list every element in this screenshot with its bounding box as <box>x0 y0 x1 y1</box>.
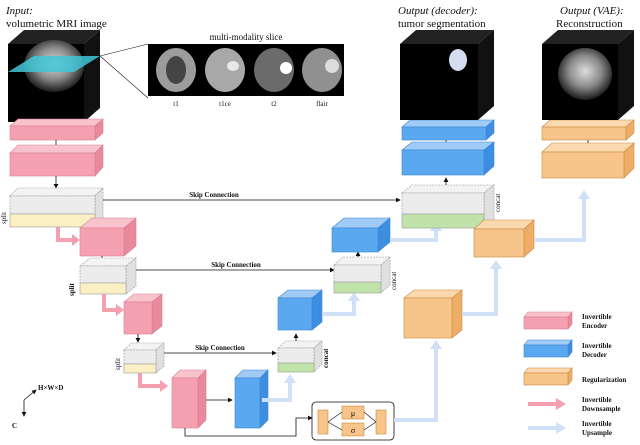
modality-label-t1: t1 <box>173 100 179 108</box>
legend-label: Downsample <box>582 405 621 413</box>
legend-label: Decoder <box>582 351 607 359</box>
legend-swatch <box>523 344 569 358</box>
modality-label-flair: flair <box>316 100 328 108</box>
regularization-block-2 <box>473 219 535 258</box>
legend-label: Regularization <box>582 376 626 384</box>
output-vae-label-italic: Output (VAE): <box>560 5 624 17</box>
skip-connection-label-1: Skip Connection <box>189 191 239 199</box>
split-label-2: split <box>68 282 76 296</box>
slice-connector-line <box>99 43 149 57</box>
concat-label-1: concat <box>494 194 502 212</box>
invertible-upsample-arrow-vae-1 <box>394 348 438 422</box>
input-mri-cube <box>8 30 100 122</box>
split-block-1 <box>9 187 104 228</box>
output-decoder-label-italic: Output (decoder): <box>398 5 478 17</box>
tumor-mask <box>449 49 467 71</box>
decoder-block-3 <box>277 289 323 331</box>
reconstructed-brain <box>558 48 612 100</box>
legend-item-upsample: Invertible Upsample <box>528 420 612 437</box>
arrow <box>348 292 360 301</box>
arrow <box>430 340 442 349</box>
invertible-upsample-arrow-2 <box>322 300 356 316</box>
arrow <box>72 234 80 246</box>
slice-connector-line <box>99 55 149 99</box>
concat-label-3: concat <box>322 348 330 368</box>
decoder-output-block <box>401 119 495 141</box>
input-label: volumetric MRI image <box>6 18 107 30</box>
sigma-box <box>341 422 365 437</box>
legend-item-regularization: Regularization <box>523 367 626 386</box>
legend-label: Invertible <box>582 396 612 404</box>
legend-swatch <box>523 316 569 330</box>
split-label-1: split <box>0 212 8 224</box>
modality-label-t2: t2 <box>271 100 277 108</box>
arrow <box>116 304 124 316</box>
legend-label: Invertible <box>582 313 612 321</box>
invertible-upsample-arrow-vae-2 <box>462 268 498 316</box>
concat-block-1 <box>401 184 495 229</box>
concat-block-2 <box>333 256 391 294</box>
arrow <box>160 380 168 392</box>
bottleneck-to-vae-line <box>184 415 313 437</box>
regularization-block-3 <box>541 142 635 179</box>
mu-label: μ <box>351 409 355 418</box>
legend-item-encoder: Invertible Encoder <box>523 311 612 330</box>
modality-label-t1ce: t1ce <box>219 100 231 108</box>
legend-swatch <box>523 372 569 386</box>
slice-title: multi-modality slice <box>210 32 283 42</box>
decoder-bottleneck-block <box>234 369 269 429</box>
slice-t2 <box>254 48 294 92</box>
invertible-upsample-arrow-3 <box>390 230 438 242</box>
encoder-input-block <box>9 118 104 141</box>
legend: Invertible Encoder Invertible Decoder Re… <box>523 311 626 437</box>
invertible-upsample-arrow-vae-3 <box>534 198 586 242</box>
invertible-downsample-arrow-1 <box>56 227 72 242</box>
input-label-italic: Input: <box>5 5 33 17</box>
encoder-block-1 <box>9 144 104 177</box>
output-vae-label: Reconstruction <box>556 18 623 30</box>
decoder-block-1 <box>401 141 495 176</box>
concat-block-3 <box>277 340 323 373</box>
mu-box <box>341 405 365 420</box>
sigma-label: σ <box>351 426 356 435</box>
reconstruction-output <box>542 30 634 120</box>
encoder-bottleneck-block <box>171 369 207 429</box>
vae-latent-box <box>311 401 395 441</box>
invertible-upsample-arrow-1 <box>262 382 292 402</box>
regularization-output-block <box>541 119 635 141</box>
legend-item-downsample: Invertible Downsample <box>528 396 621 413</box>
legend-label: Invertible <box>582 342 612 350</box>
encoder-block-2 <box>79 217 137 257</box>
skip-connection-label-3: Skip Connection <box>195 344 245 352</box>
concat-label-2: concat <box>390 272 398 290</box>
regularization-block-1 <box>403 289 463 339</box>
axes-indicator <box>21 389 37 417</box>
axis-label-c: C <box>12 422 17 430</box>
arrow <box>490 260 502 269</box>
split-label-3: split <box>114 358 122 370</box>
split-block-2 <box>79 257 137 295</box>
legend-label: Invertible <box>582 420 612 428</box>
split-block-3 <box>123 342 165 374</box>
slice-t1ce <box>205 48 245 92</box>
arrow <box>284 374 296 383</box>
axis-label-hwd: H×W×D <box>38 384 63 392</box>
tumor-segmentation-output <box>400 30 494 120</box>
arrow <box>578 190 590 199</box>
legend-label: Upsample <box>582 429 612 437</box>
decoder-block-2 <box>331 217 391 253</box>
output-decoder-label: tumor segmentation <box>398 18 486 30</box>
mri-slice-plane <box>8 56 100 72</box>
multi-modality-panel <box>148 44 344 96</box>
legend-label: Encoder <box>582 322 607 330</box>
invertible-downsample-arrow-3 <box>138 373 160 388</box>
invertible-downsample-arrow-2 <box>102 294 116 312</box>
encoder-block-3 <box>123 293 163 335</box>
legend-item-decoder: Invertible Decoder <box>523 339 612 359</box>
skip-connection-label-2: Skip Connection <box>211 261 261 269</box>
